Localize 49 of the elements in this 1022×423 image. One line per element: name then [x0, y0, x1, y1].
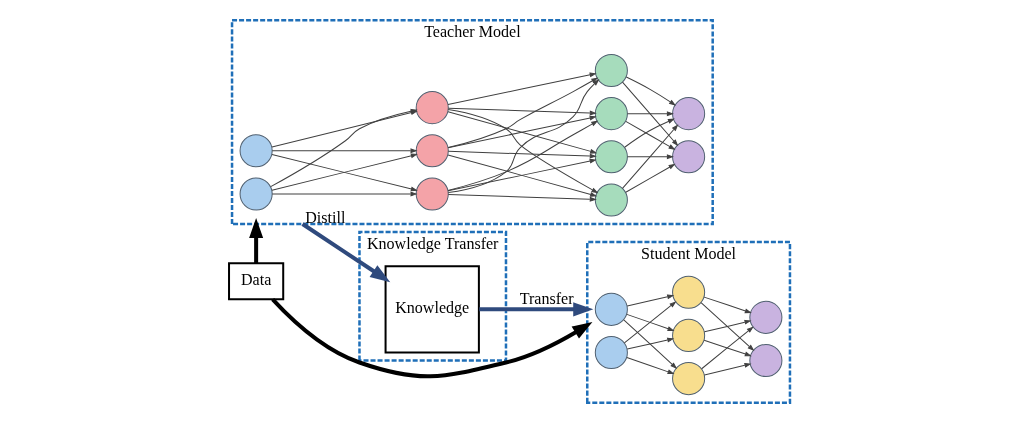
arrow	[627, 154, 673, 160]
node-circle	[415, 134, 449, 168]
arrow	[479, 302, 594, 317]
node-circle	[594, 140, 628, 174]
arrow	[623, 319, 677, 369]
arrow	[703, 339, 751, 357]
node-circle	[672, 318, 706, 352]
node-box: Knowledge	[384, 265, 480, 354]
node-circle	[594, 97, 628, 131]
arrow	[271, 297, 593, 379]
arrow	[249, 217, 264, 264]
node-circle	[415, 177, 449, 211]
node-circle	[594, 335, 628, 370]
arrow	[447, 79, 599, 194]
arrow	[625, 163, 675, 193]
arrow	[447, 120, 598, 191]
arrow	[704, 319, 751, 333]
arrow	[626, 294, 674, 307]
node-circle	[594, 183, 628, 217]
arrow	[625, 76, 676, 106]
edge-label: Distill	[305, 208, 346, 226]
arrow	[703, 296, 751, 314]
node-box: Data	[228, 262, 285, 301]
arrow	[271, 148, 417, 154]
node-circle	[239, 177, 273, 211]
node-circle	[672, 275, 706, 309]
cluster: Student Model	[586, 240, 792, 404]
arrow	[447, 193, 596, 202]
node-circle	[594, 292, 628, 326]
arrow	[623, 301, 676, 344]
arrow	[301, 222, 391, 283]
node-circle	[415, 91, 449, 125]
arrow	[447, 77, 598, 149]
arrow	[447, 150, 596, 159]
arrow	[622, 124, 678, 189]
arrow	[626, 337, 674, 350]
arrow	[701, 326, 754, 370]
arrow	[704, 363, 751, 376]
arrow	[271, 191, 417, 197]
arrow	[447, 108, 598, 193]
arrow	[626, 357, 674, 375]
arrow	[447, 107, 596, 116]
arrow	[626, 313, 674, 331]
arrow	[627, 111, 673, 116]
arrow	[622, 81, 678, 146]
node-circle	[239, 134, 273, 168]
arrow	[447, 72, 596, 106]
edge-label: Transfer	[519, 290, 574, 308]
arrow	[700, 302, 754, 351]
